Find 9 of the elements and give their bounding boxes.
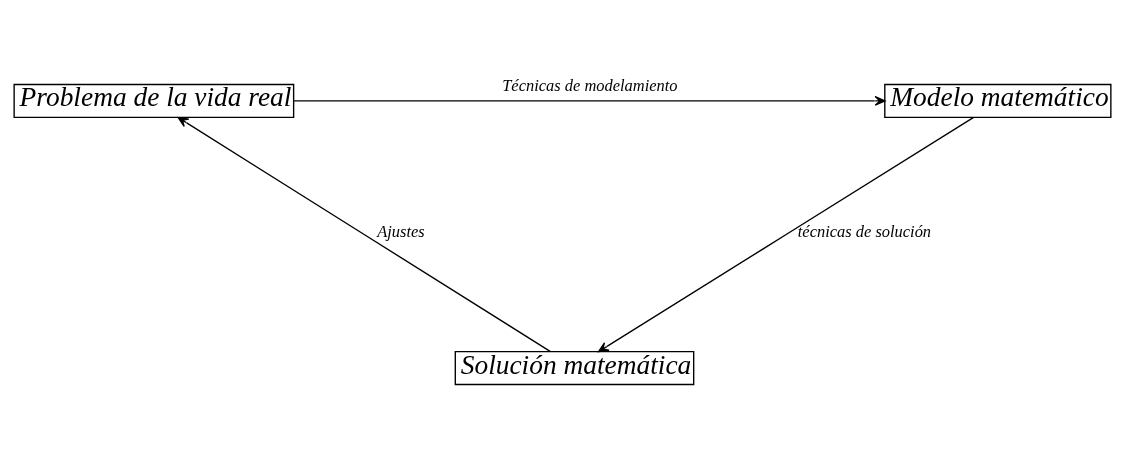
node-box: Problema de la vida real	[13, 83, 295, 118]
edge-label: Ajustes	[377, 221, 425, 241]
edge-label: técnicas de solución	[797, 221, 932, 241]
node-box: Solución matemática	[454, 350, 695, 385]
arrow	[597, 116, 974, 352]
node-box: Modelo matemático	[884, 83, 1112, 118]
arrow	[177, 116, 552, 352]
arrow	[293, 95, 886, 106]
edge-label: Técnicas de modelamiento	[502, 75, 678, 95]
